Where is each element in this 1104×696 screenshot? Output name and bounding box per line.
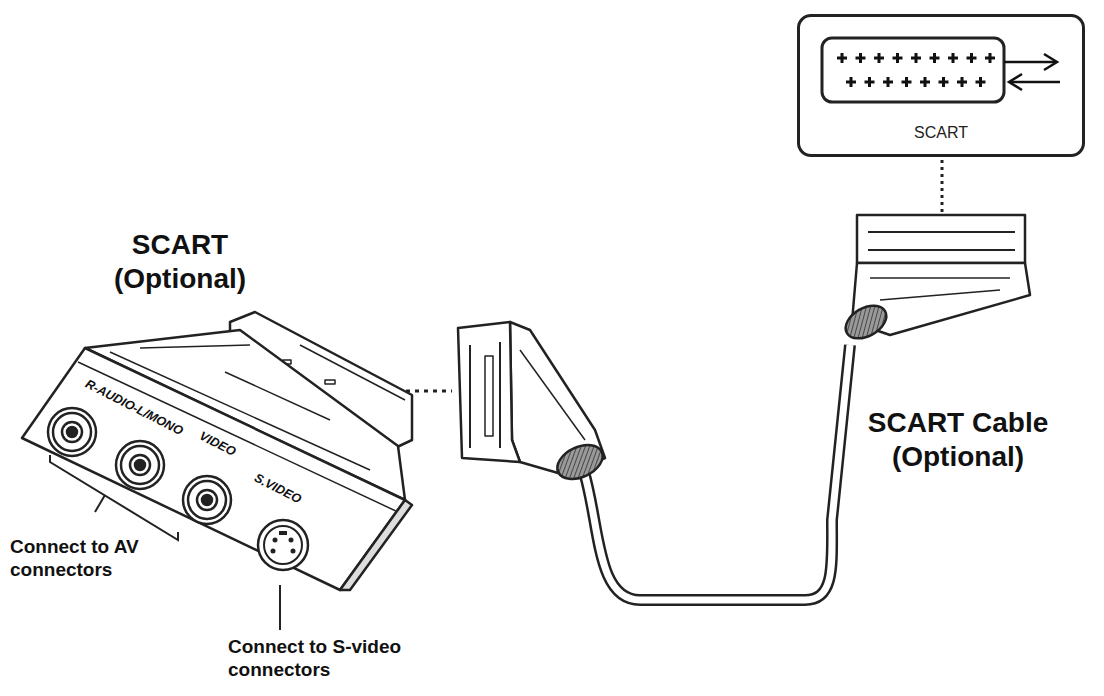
leader-line — [279, 585, 281, 630]
scart-plug-left — [458, 322, 608, 486]
instruction-note: Connect to S-video connectors — [228, 636, 473, 682]
cable-title: SCART Cable (Optional) — [838, 406, 1078, 473]
adapter-title: SCART (Optional) — [90, 228, 270, 295]
scart-plug-right — [840, 215, 1030, 345]
instruction-note: Connect to AV connectors — [10, 536, 190, 582]
cable — [584, 345, 850, 600]
cable-core — [584, 345, 850, 600]
scart-socket — [822, 38, 1060, 102]
scart-device-panel: SCART — [797, 14, 1085, 157]
dotted-leader — [941, 160, 944, 212]
port-label: SCART — [800, 124, 1082, 142]
bracket — [50, 455, 178, 540]
